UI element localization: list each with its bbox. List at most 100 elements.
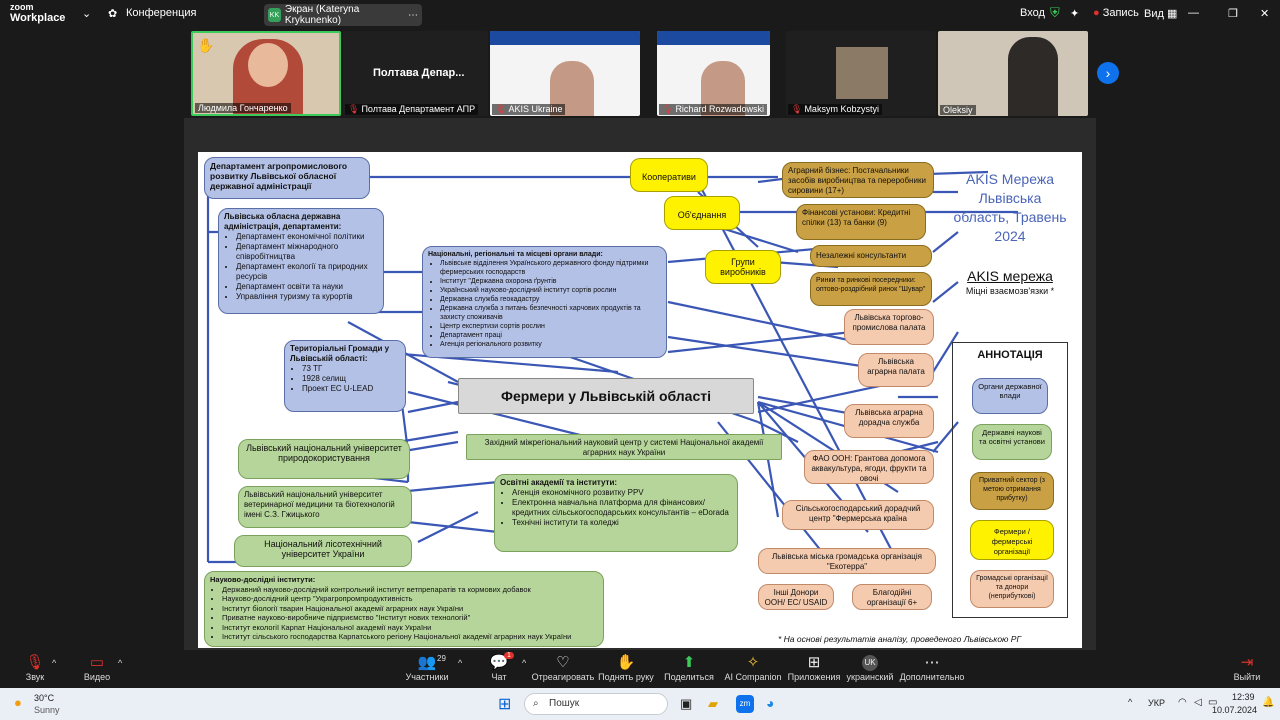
chevron-up-icon[interactable]: ^ [118, 658, 123, 668]
restore-icon[interactable]: ❐ [1228, 8, 1238, 20]
participant-tile[interactable]: 🎙AKIS Ukraine [490, 31, 640, 116]
companion-label: AI Companion [724, 672, 782, 682]
hand-label: Поднять руку [598, 672, 654, 682]
list-item: Державний науково-дослідний контрольний … [222, 585, 598, 595]
windows-start-icon[interactable]: ⊞ [498, 696, 512, 713]
more-label: Дополнительно [899, 672, 965, 682]
participants-label: Участники [405, 672, 449, 682]
meeting-toolbar: 🎙Звук ^ ▭Видео ^ 👥Участники 29 ^ 💬Чат 1 … [0, 650, 1280, 688]
list-item: Інститут "Державна охорона ґрунтів [440, 277, 661, 286]
agribusiness-box: Аграрний бізнес: Постачальники засобів в… [782, 162, 934, 198]
legend-ngo: Громадські організації та донори (неприб… [970, 570, 1054, 608]
participant-tile[interactable]: ✋ Людмила Гончаренко [191, 31, 341, 116]
slide-title: AKIS Мережа Львівська область, Травень 2… [953, 171, 1067, 244]
audio-button[interactable]: 🎙Звук [0, 654, 70, 682]
share-label: Экран (Kateryna Krykunenko) [284, 4, 360, 26]
chevron-down-icon[interactable]: ⌄ [82, 8, 92, 20]
list-item: Агенція регіонального розвитку [440, 340, 661, 349]
search-label: Пошук [549, 698, 580, 709]
participant-name: Людмила Гончаренко [195, 103, 291, 113]
clock-date[interactable]: 10.07.2024 [1212, 705, 1258, 715]
participant-label: 🎙Полтава Департамент АПР [345, 104, 479, 115]
raise-hand-button[interactable]: ✋Поднять руку [591, 654, 661, 682]
participant-tile[interactable]: 🎙Richard Rozwadowski [657, 31, 770, 116]
national-title: Національні, регіональні та місцеві орга… [428, 251, 603, 258]
search-icon: ⌕ [533, 698, 539, 709]
chevron-up-icon[interactable]: ^ [522, 658, 527, 668]
list-item: 73 ТГ [302, 364, 400, 374]
legend-government: Органи державної влади [972, 378, 1048, 414]
react-label: Отреагировать [531, 672, 595, 682]
react-button[interactable]: ♡Отреагировать [528, 654, 598, 682]
participants-count: 29 [437, 654, 446, 663]
leave-icon: ⇥ [1240, 654, 1254, 671]
leave-button[interactable]: ⇥Выйти [1212, 654, 1280, 682]
zoom-app-icon[interactable]: zm [736, 695, 754, 713]
view-label: Вид [1144, 8, 1164, 20]
video-button[interactable]: ▭Видео [62, 654, 132, 682]
territorial-box: Територіальні Громади у Львівській облас… [284, 340, 406, 412]
list-item: 1928 селищ [302, 374, 400, 384]
legend-title: АННОТАЦІЯ [977, 349, 1043, 361]
more-icon[interactable]: ⋯ [408, 9, 418, 21]
legend-state-science: Державні наукові та освітні установи [972, 424, 1052, 460]
education-box: Освітні академії та інститути: Агенція е… [494, 474, 738, 552]
finance-box: Фінансові установи: Кредитні спілки (13)… [796, 204, 926, 240]
apps-button[interactable]: ⊞Приложения [779, 654, 849, 682]
banner-graphic [657, 31, 770, 45]
volume-icon[interactable]: ◁ [1194, 697, 1202, 708]
chat-icon: 💬 [489, 654, 509, 671]
chat-button[interactable]: 💬Чат [464, 654, 534, 682]
battery-icon[interactable]: ▭ [1208, 697, 1218, 708]
participant-tile[interactable]: Полтава Депар... 🎙Полтава Департамент АП… [343, 31, 488, 116]
participant-label: 🎙AKIS Ukraine [492, 104, 566, 115]
minimize-icon[interactable]: — [1188, 7, 1199, 19]
slide-subtitle2: Міцні взаємозв'язки * [965, 286, 1055, 296]
list-item: Інститут біології тварин Національної ак… [222, 604, 598, 614]
weather-temp[interactable]: 30°C [34, 693, 55, 703]
view-button[interactable]: Вид ▦ [1144, 8, 1178, 20]
signin-button[interactable]: Вход [1020, 7, 1045, 19]
chevron-up-icon[interactable]: ^ [458, 658, 463, 668]
more-button[interactable]: ⋯Дополнительно [897, 654, 967, 682]
list-item: Центр експертизи сортів рослин [440, 322, 661, 331]
univ-forest-box: Національний лісотехнічний університет У… [234, 535, 412, 567]
participant-tile[interactable]: 🎙Maksym Kobzystyi [786, 31, 936, 116]
participant-tile[interactable]: Oleksiy [938, 31, 1088, 116]
list-item: Державна служба геокадастру [440, 295, 661, 304]
participants-button[interactable]: 👥Участники [392, 654, 462, 682]
sparkle-icon[interactable]: ✦ [1070, 8, 1080, 20]
taskbar-search[interactable]: ⌕ Пошук [524, 693, 668, 715]
close-icon[interactable]: ✕ [1260, 8, 1270, 20]
file-explorer-icon[interactable]: ▰ [708, 696, 718, 711]
chat-badge: 1 [504, 652, 514, 659]
wifi-icon[interactable]: ◠ [1178, 697, 1187, 708]
share-button[interactable]: ⬆Поделиться [654, 654, 724, 682]
research-list: Державний науково-дослідний контрольний … [222, 585, 598, 642]
list-item: Управління туризму та курортів [236, 292, 378, 302]
video-label: Видео [83, 672, 111, 682]
tray-chevron-icon[interactable]: ^ [1128, 697, 1133, 707]
clock-time[interactable]: 12:39 [1232, 692, 1255, 702]
chamber-agri-box: Львівська аграрна палата [858, 353, 934, 387]
meeting-title[interactable]: Конференция [126, 7, 197, 19]
edge-icon[interactable]: ◕ [766, 695, 775, 711]
chevron-up-icon[interactable]: ^ [52, 658, 57, 668]
list-item: Приватне науково-виробниче підприємство … [222, 613, 598, 623]
screen-share-indicator[interactable]: KK Экран (Kateryna Krykunenko) ⋯ [264, 4, 422, 26]
notification-icon[interactable]: 🔔 [1262, 697, 1275, 708]
heart-icon: ♡ [556, 654, 570, 671]
task-view-icon[interactable]: ▣ [680, 696, 693, 711]
participant-name: AKIS Ukraine [508, 104, 563, 114]
zoom-logo: zoom Workplace [10, 2, 65, 24]
farmers-center-box: Фермери у Львівській області [458, 378, 754, 414]
record-indicator[interactable]: ● Запись [1093, 7, 1139, 19]
input-language[interactable]: УКР [1148, 698, 1165, 708]
ai-companion-button[interactable]: ✧AI Companion [718, 654, 788, 682]
univ-nature-box: Львівський національний університет прир… [238, 439, 410, 479]
next-page-icon[interactable]: › [1097, 62, 1119, 84]
list-item: Технічні інститути та коледжі [512, 518, 732, 528]
apps-label: Приложения [787, 672, 841, 682]
research-title: Науково-дослідні інститути: [210, 575, 316, 584]
